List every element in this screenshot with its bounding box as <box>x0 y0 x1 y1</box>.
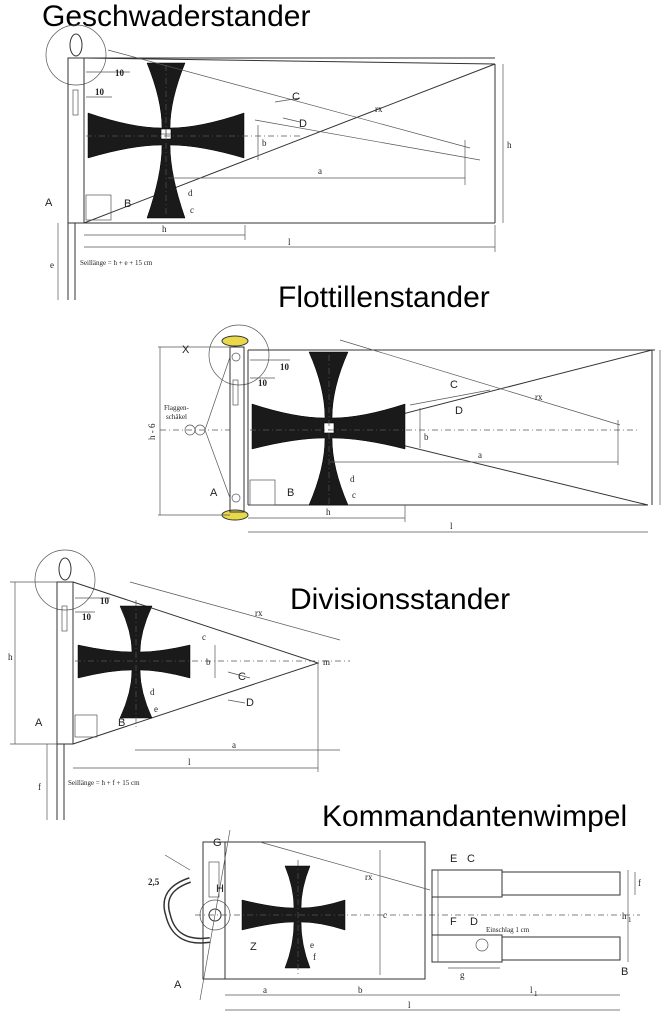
detail-circle <box>34 549 96 611</box>
label-rx: rx <box>375 104 383 114</box>
label-D: D <box>246 697 254 709</box>
pole-slot <box>72 89 79 116</box>
label-X: X <box>182 344 190 356</box>
label-E: E <box>450 853 457 865</box>
label-b: b <box>358 985 363 995</box>
label-l: l <box>188 757 191 767</box>
dim-10-vertical: 10 <box>100 596 110 606</box>
label-l: l <box>408 1000 411 1010</box>
label-e: e <box>50 260 54 270</box>
label-flaggenschaekel-2: schäkel <box>166 413 187 421</box>
label-C: C <box>467 853 475 865</box>
detail-circle <box>208 324 270 386</box>
label-h1: h <box>622 911 627 921</box>
title-flottillenstander: Flottillenstander <box>278 281 490 314</box>
label-c: c <box>352 490 356 500</box>
label-D: D <box>470 916 478 928</box>
label-l: l <box>450 521 453 531</box>
tail-upper <box>431 869 503 898</box>
label-Z: Z <box>250 941 257 953</box>
title-geschwaderstander: Geschwaderstander <box>42 0 311 33</box>
label-B: B <box>118 717 125 729</box>
label-c: c <box>202 632 206 642</box>
dim-10-vertical: 10 <box>280 362 290 372</box>
label-A: A <box>210 487 218 499</box>
label-b: b <box>262 138 267 148</box>
label-l1: l <box>530 985 533 995</box>
diagram-flottillenstander: X h - 6 Flaggen- schäkel 10 10 rx C D b … <box>147 324 661 533</box>
label-l1-subscript: 1 <box>534 990 538 998</box>
label-l: l <box>288 237 291 247</box>
detail-circle <box>45 24 107 86</box>
label-m: m <box>323 657 330 667</box>
label-flaggenschaekel-1: Flaggen- <box>164 404 190 412</box>
label-a: a <box>232 740 236 750</box>
label-F: F <box>450 916 457 928</box>
label-rx: rx <box>365 872 373 882</box>
label-d: d <box>350 474 355 484</box>
label-D: D <box>299 118 307 130</box>
title-divisionsstander: Divisionsstander <box>290 583 511 616</box>
rope-loop <box>69 33 83 57</box>
label-C: C <box>450 379 458 391</box>
label-rx: rx <box>535 392 543 402</box>
label-C: C <box>238 671 246 683</box>
dim-10-horizontal: 10 <box>95 87 105 97</box>
label-e: e <box>154 704 158 714</box>
label-einschlag: Einschlag 1 cm <box>486 926 530 934</box>
label-h-width: h <box>326 507 331 517</box>
label-a: a <box>318 166 322 176</box>
label-g: g <box>460 970 465 980</box>
iron-cross <box>77 605 191 719</box>
label-h-height: h <box>507 140 512 150</box>
dim-10-horizontal: 10 <box>258 378 268 388</box>
label-rx: rx <box>255 608 263 618</box>
label-2-5: 2,5 <box>148 877 160 887</box>
pole <box>202 841 226 980</box>
label-B: B <box>287 487 294 499</box>
label-A: A <box>35 717 43 729</box>
pole <box>67 57 85 224</box>
label-A: A <box>45 197 53 209</box>
label-f-tail: f <box>638 878 641 888</box>
label-h-minus-6: h - 6 <box>147 423 157 440</box>
label-c: c <box>383 910 387 920</box>
rope-length-note: Seillänge = h + f + 15 cm <box>68 779 140 787</box>
diagram-kommandantenwimpel: G H 2,5 Z A rx c e f a b l l 1 E C F D g… <box>148 829 641 1011</box>
label-h-height: h <box>8 652 13 662</box>
iron-cross <box>241 865 346 969</box>
diagram-geschwaderstander: 10 10 rx C D b a h d c h l A B e Seillän… <box>45 24 512 300</box>
label-G: G <box>213 837 222 849</box>
label-f: f <box>38 782 41 792</box>
label-e: e <box>310 940 314 950</box>
title-kommandantenwimpel: Kommandantenwimpel <box>322 800 628 833</box>
label-B: B <box>621 966 628 978</box>
label-C: C <box>292 91 300 103</box>
dim-10-vertical: 10 <box>115 68 125 78</box>
pole <box>229 346 245 513</box>
rope-loop <box>58 557 72 581</box>
label-D: D <box>455 405 463 417</box>
flag-outline <box>224 841 426 980</box>
label-d: d <box>188 188 193 198</box>
label-B: B <box>124 198 131 210</box>
label-b: b <box>206 657 211 667</box>
iron-cross <box>87 62 245 219</box>
dim-10-horizontal: 10 <box>82 612 92 622</box>
label-A: A <box>174 979 182 991</box>
diagram-divisionsstander: 10 10 rx h c b C D m d e a l A B f Seill… <box>8 549 350 820</box>
label-a: a <box>263 985 267 995</box>
label-c: c <box>190 205 194 215</box>
label-h-width: h <box>162 224 167 234</box>
label-a: a <box>478 450 482 460</box>
label-f: f <box>313 952 316 962</box>
label-H: H <box>216 883 224 895</box>
rope-length-note: Seillänge = h + e + 15 cm <box>80 259 153 267</box>
label-b: b <box>424 432 429 442</box>
label-h1-subscript: 1 <box>628 916 632 924</box>
toggle-top <box>221 335 249 347</box>
tail-lower <box>431 934 503 963</box>
label-d: d <box>150 687 155 697</box>
